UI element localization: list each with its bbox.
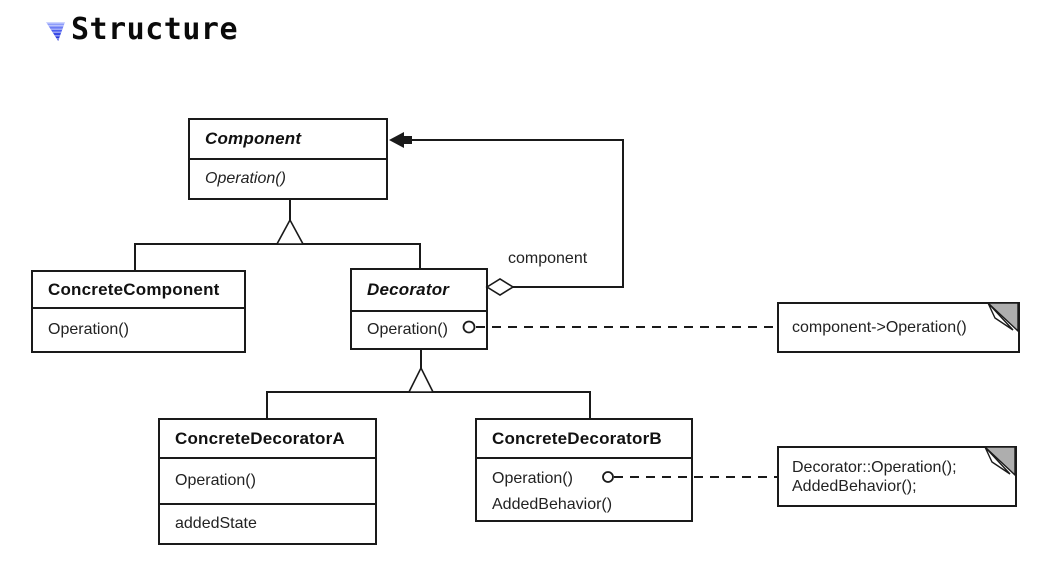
class-box-concrete-decorator-b: ConcreteDecoratorB Operation() AddedBeha… xyxy=(475,418,693,522)
aggregation-diamond-icon xyxy=(485,278,515,296)
generalization-branch-line xyxy=(266,391,591,418)
class-title-compartment: Component xyxy=(190,120,386,160)
class-title-compartment: Decorator xyxy=(352,270,486,312)
class-operations-compartment: Operation() AddedBehavior() xyxy=(477,459,691,520)
class-operations-compartment: Operation() xyxy=(160,459,375,505)
section-heading: Structure xyxy=(46,12,238,48)
class-title-compartment: ConcreteDecoratorB xyxy=(477,420,691,459)
operation-label: Operation() xyxy=(48,321,129,338)
class-name: ConcreteDecoratorB xyxy=(492,428,662,448)
class-name: Decorator xyxy=(367,280,450,299)
class-operations-compartment: Operation() xyxy=(352,312,486,348)
note-text: component->Operation() xyxy=(792,319,967,336)
note-decorator-operation: Decorator::Operation(); AddedBehavior(); xyxy=(777,446,1017,507)
class-box-component: Component Operation() xyxy=(188,118,388,200)
attribute-label: addedState xyxy=(175,515,257,532)
operation-label: Operation() xyxy=(367,321,448,338)
section-title: Structure xyxy=(71,12,239,47)
class-name: Component xyxy=(205,129,302,148)
operation-label: Operation() xyxy=(492,470,573,487)
aggregation-role-label: component xyxy=(508,250,588,267)
class-box-decorator: Decorator Operation() xyxy=(350,268,488,350)
operation-label: Operation() xyxy=(205,170,286,187)
arrowhead-icon xyxy=(389,132,412,148)
note-text: AddedBehavior(); xyxy=(792,477,917,495)
class-box-concrete-component: ConcreteComponent Operation() xyxy=(31,270,246,353)
inheritance-triangle-icon xyxy=(407,366,435,393)
operation-label: Operation() xyxy=(175,472,256,489)
class-box-concrete-decorator-a: ConcreteDecoratorA Operation() addedStat… xyxy=(158,418,377,545)
class-title-compartment: ConcreteDecoratorA xyxy=(160,420,375,459)
class-attributes-compartment: addedState xyxy=(160,505,375,543)
operation-label: AddedBehavior() xyxy=(492,496,613,513)
class-name: ConcreteComponent xyxy=(48,279,220,299)
class-title-compartment: ConcreteComponent xyxy=(33,272,244,309)
note-component-operation: component->Operation() xyxy=(777,302,1020,353)
note-text: Decorator::Operation(); xyxy=(792,458,957,476)
class-operations-compartment: Operation() xyxy=(33,309,244,351)
class-name: ConcreteDecoratorA xyxy=(175,428,345,448)
inheritance-triangle-icon xyxy=(275,218,305,245)
class-operations-compartment: Operation() xyxy=(190,160,386,198)
collapse-triangle-icon[interactable] xyxy=(46,22,65,41)
generalization-branch-line xyxy=(134,243,421,270)
